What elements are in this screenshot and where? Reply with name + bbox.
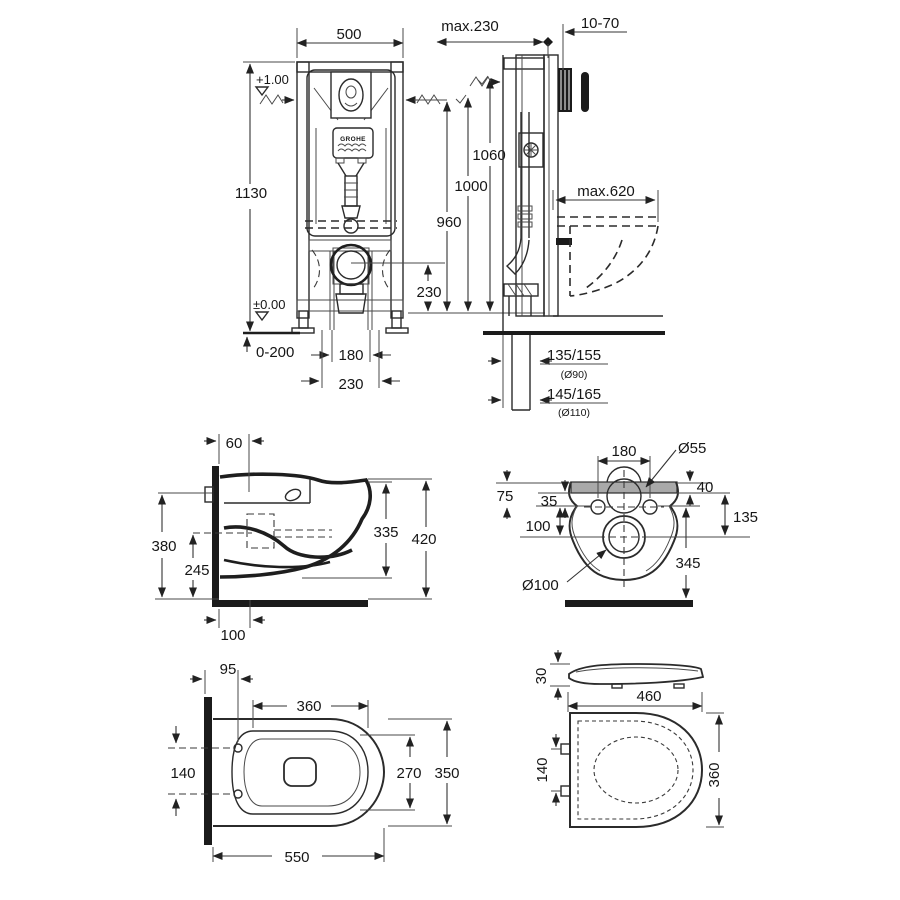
dim-frame-height: 1130 xyxy=(235,185,267,202)
bowl-top-view: 95 360 140 270 350 550 xyxy=(168,661,460,866)
dim-drain-90-dia: (Ø90) xyxy=(561,369,588,381)
dim-frame-depth: max.230 xyxy=(441,18,499,35)
dim-total-height: 420 xyxy=(411,531,436,548)
dim-drain-height: 245 xyxy=(184,562,209,579)
dim-seat-length: 460 xyxy=(636,688,661,705)
dim-drain-dia: Ø100 xyxy=(522,577,559,594)
dim-back-height: 380 xyxy=(151,538,176,555)
dim-wall-to-holes: 95 xyxy=(220,661,237,678)
dim-drain-110-dia: (Ø110) xyxy=(558,407,590,419)
dim-h1060: 1060 xyxy=(472,147,505,164)
dim-seat-width: 360 xyxy=(706,762,723,787)
dim-seat-thickness: 30 xyxy=(533,668,550,685)
dim-front-height: 335 xyxy=(373,524,398,541)
dim-top-to-holes: 75 xyxy=(497,488,514,505)
seat-view: 30 460 140 360 xyxy=(533,650,724,828)
dim-inlet-depth: 100 xyxy=(220,627,245,644)
dim-inlet-offset: 60 xyxy=(226,435,243,452)
dim-rod-spacing: 180 xyxy=(338,347,363,364)
dim-drain-to-floor: 345 xyxy=(675,555,700,572)
dim-holes-to-drain: 100 xyxy=(525,518,550,535)
dim-outlet-height: 230 xyxy=(416,284,441,301)
dim-level-floor: ±0.00 xyxy=(253,297,285,312)
dim-inlet-dia: Ø55 xyxy=(678,440,706,457)
grohe-logo: GROHE xyxy=(340,136,366,143)
dim-supply-spacing: 230 xyxy=(338,376,363,393)
dim-drain-90: 135/155 xyxy=(547,347,601,364)
dim-rim-to-drain: 135 xyxy=(733,509,758,526)
dim-bowl-reach: max.620 xyxy=(577,183,635,200)
dim-rim-width: 360 xyxy=(296,698,321,715)
frame-side-view: max.230 10-70 max.620 135/155 (Ø90) 145/… xyxy=(436,15,665,419)
dim-rim-to-holes: 35 xyxy=(541,493,558,510)
dim-h1000: 1000 xyxy=(454,178,487,195)
dim-total-length: 550 xyxy=(284,849,309,866)
frame-front-view: GROHE +1.00 ±0.00 xyxy=(235,26,545,393)
dim-level-top: +1.00 xyxy=(256,72,289,87)
bowl-side-view: 60 380 245 335 420 100 xyxy=(151,434,437,644)
dim-total-width: 350 xyxy=(434,765,459,782)
dim-hinge-spacing: 140 xyxy=(534,757,551,782)
dim-hole-spacing: 140 xyxy=(170,765,195,782)
bowl-rear-view: 180 Ø55 75 35 100 40 135 345 Ø100 xyxy=(496,440,758,607)
dim-drain-110: 145/165 xyxy=(547,386,601,403)
dim-frame-width: 500 xyxy=(336,26,361,43)
dim-bowl-width: 270 xyxy=(396,765,421,782)
dim-h960: 960 xyxy=(436,214,461,231)
dim-plate-range: 10-70 xyxy=(581,15,619,32)
dim-top-edge: 40 xyxy=(697,479,714,496)
dim-bolt-spacing: 180 xyxy=(611,443,636,460)
dim-foot-adjust: 0-200 xyxy=(256,344,294,361)
